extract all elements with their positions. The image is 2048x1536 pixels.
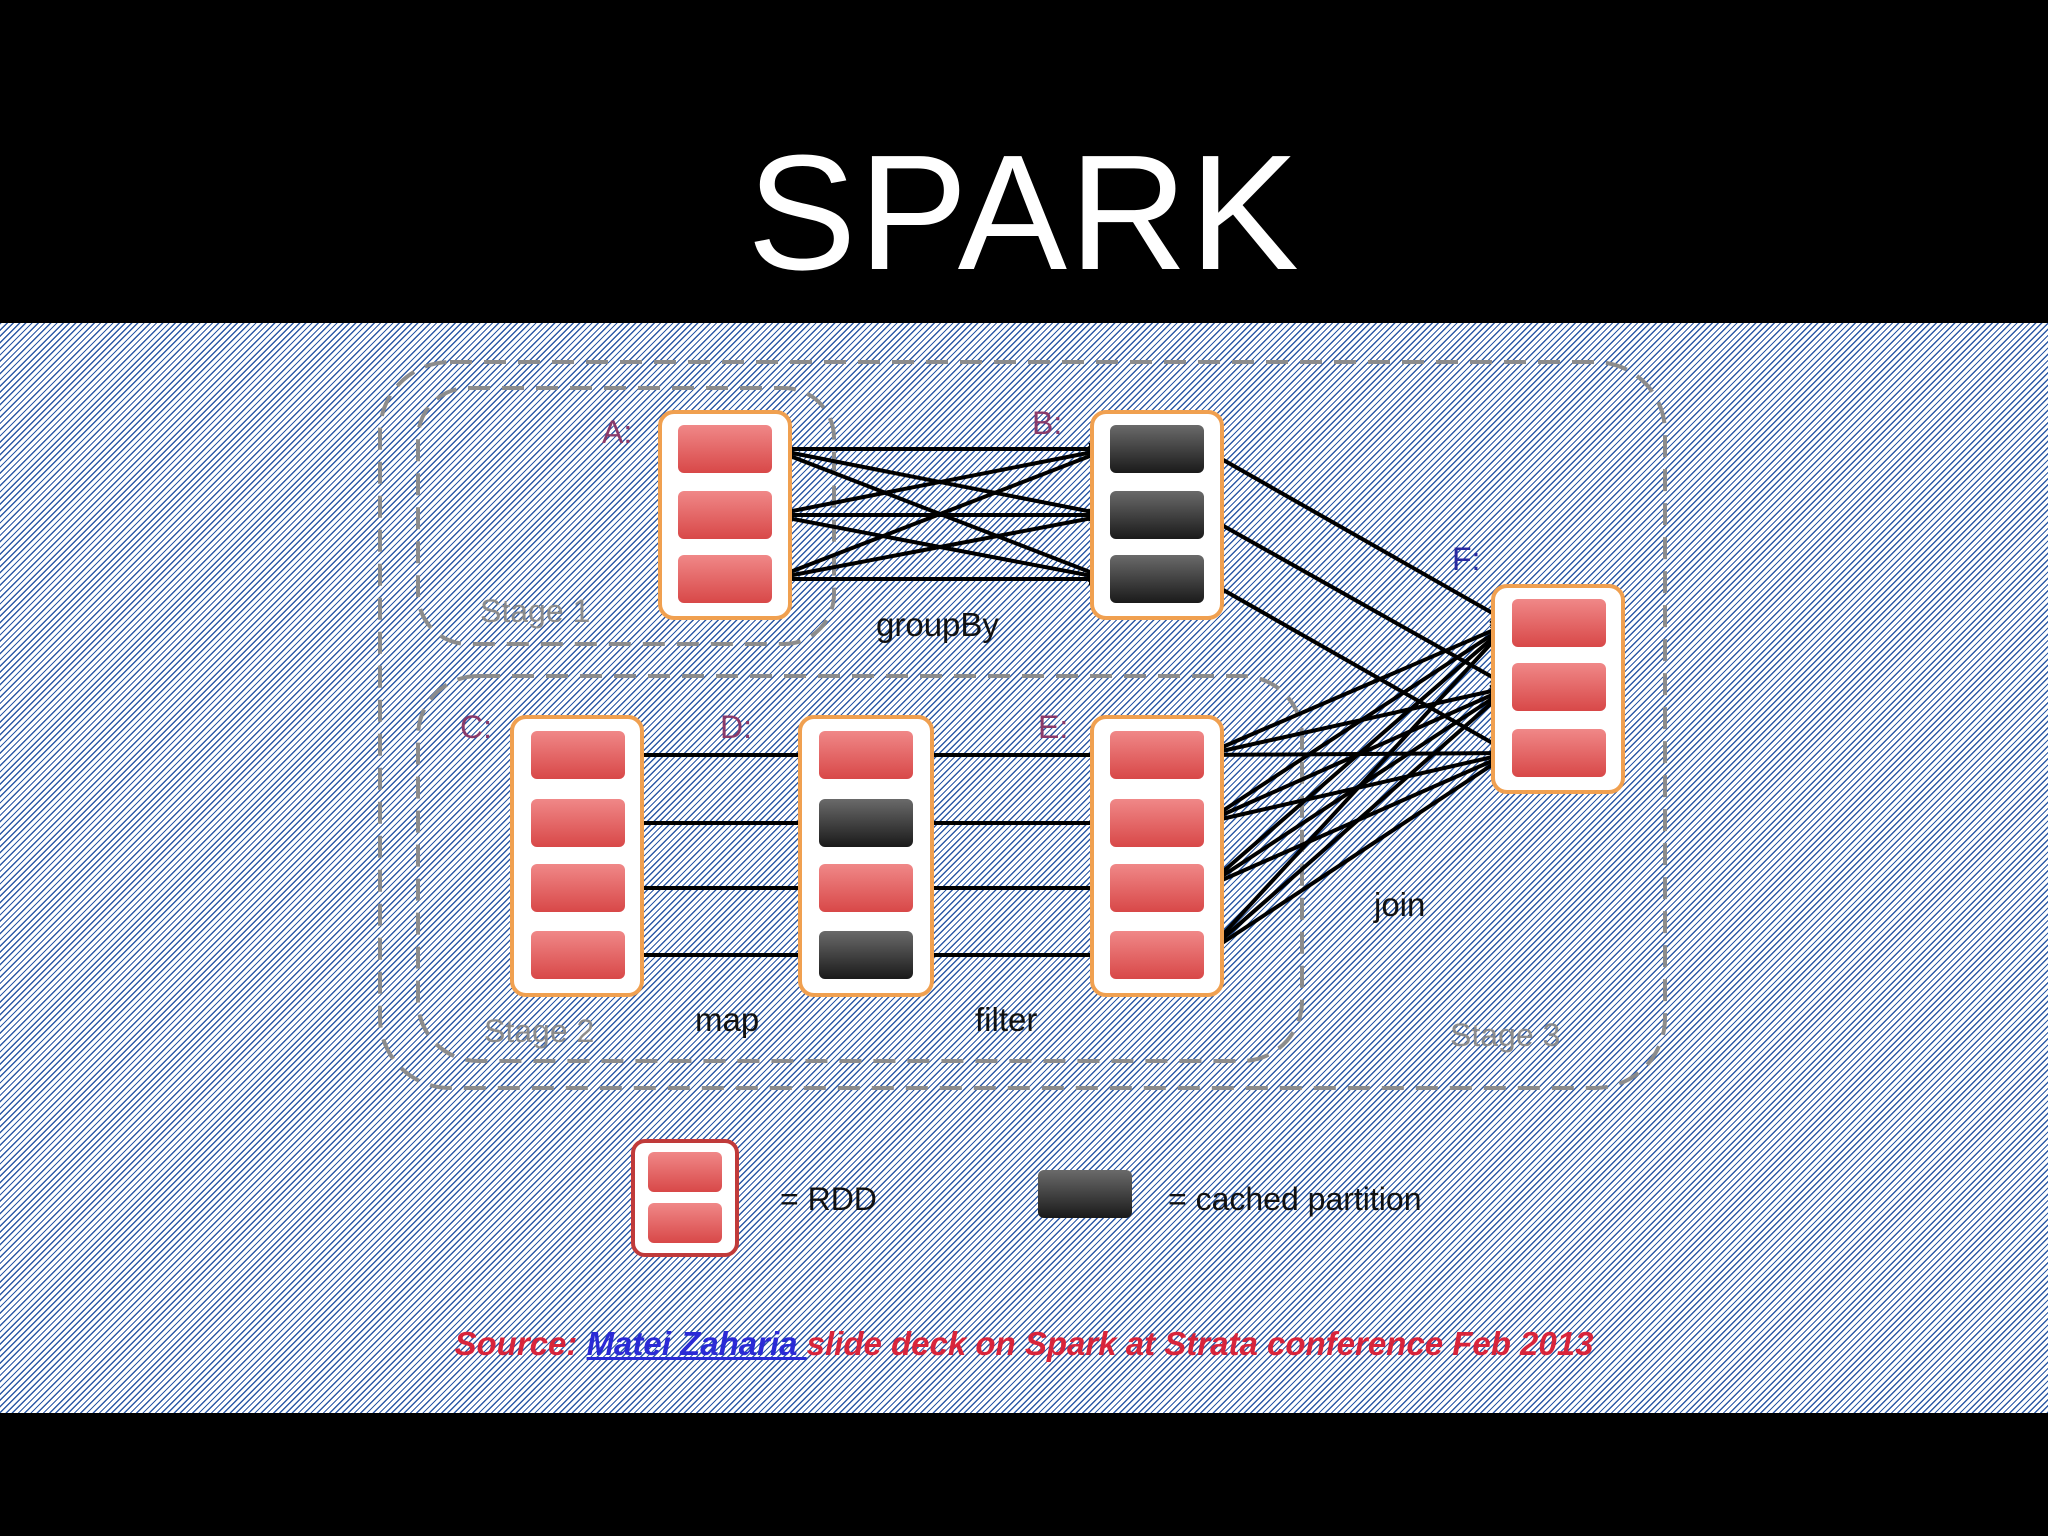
- cached-partition: [819, 931, 913, 979]
- legend-cached-swatch: [1038, 1170, 1132, 1218]
- op-label-filter: filter: [975, 1001, 1037, 1038]
- legend: = RDD = cached partition: [631, 1139, 1422, 1257]
- partition: [531, 931, 625, 979]
- rdd-label-f: F:: [1452, 541, 1480, 577]
- partition: [678, 555, 772, 603]
- partition: [819, 864, 913, 912]
- stage-3-boundary: [378, 360, 1667, 1090]
- slide-title: SPARK: [747, 121, 1301, 304]
- legend-rdd-swatch: [631, 1139, 739, 1257]
- join-edge: [1202, 621, 1512, 957]
- source-prefix: Source:: [454, 1325, 587, 1362]
- cached-partition: [1110, 425, 1204, 473]
- rdd-b: [1090, 410, 1224, 620]
- groupby-edge: [771, 508, 1110, 581]
- partition: [1110, 931, 1204, 979]
- source-suffix: slide deck on Spark at Strata conference…: [806, 1325, 1594, 1362]
- groupby-edge: [771, 442, 1110, 517]
- partition: [819, 731, 913, 779]
- partition: [531, 799, 625, 847]
- partition: [678, 425, 772, 473]
- stage-3-label: Stage 3: [1450, 1017, 1560, 1053]
- partition: [1110, 864, 1204, 912]
- join-edge: [1202, 621, 1512, 890]
- partition: [1110, 731, 1204, 779]
- partition: [1512, 729, 1606, 777]
- stage-2-label: Stage 2: [484, 1013, 594, 1049]
- rdd-label-a: A:: [602, 414, 632, 450]
- join-edge: [1202, 621, 1512, 825]
- rdd-label-e: E:: [1038, 709, 1068, 745]
- cached-partition: [1110, 555, 1204, 603]
- partition: [1512, 599, 1606, 647]
- partition: [1110, 799, 1204, 847]
- rdd-d: [798, 715, 934, 997]
- rdd-c: [510, 715, 644, 997]
- op-label-map: map: [695, 1001, 759, 1038]
- source-author-link[interactable]: Matei Zaharia: [586, 1325, 807, 1362]
- join-edge: [1203, 620, 1512, 757]
- stage-1-boundary: [416, 386, 836, 646]
- join-edge: [1202, 685, 1512, 957]
- op-label-join: join: [1373, 886, 1425, 923]
- partition: [1512, 663, 1606, 711]
- slide-content: [0, 323, 2048, 1413]
- partition: [678, 491, 772, 539]
- partition: [531, 864, 625, 912]
- rdd-f: [1491, 584, 1625, 794]
- rdd-label-d: D:: [720, 709, 752, 745]
- legend-cached-label: = cached partition: [1168, 1181, 1422, 1217]
- rdd-a: [658, 410, 792, 620]
- cached-partition: [819, 799, 913, 847]
- rdd-label-c: C:: [460, 709, 492, 745]
- op-label-groupby: groupBy: [876, 606, 999, 643]
- stage-1-label: Stage 1: [480, 593, 590, 629]
- title-bar: SPARK: [0, 0, 2048, 323]
- source-citation: Source: Matei Zaharia slide deck on Spar…: [0, 1320, 2048, 1368]
- groupby-edge: [771, 446, 1110, 581]
- join-edge: [1202, 751, 1512, 957]
- footer-bar: [0, 1413, 2048, 1536]
- join-edge: [1203, 447, 1512, 625]
- rdd-label-b: B:: [1032, 405, 1062, 441]
- cached-partition: [1110, 491, 1204, 539]
- spark-stage-diagram: A: B: C: D: E: F: Stage 1 Stage 2 Stage …: [378, 360, 1667, 1257]
- join-edge: [1203, 577, 1512, 755]
- legend-rdd-label: = RDD: [780, 1181, 877, 1217]
- partition: [531, 731, 625, 779]
- dependency-edges: [625, 439, 1512, 965]
- rdd-e: [1090, 715, 1224, 997]
